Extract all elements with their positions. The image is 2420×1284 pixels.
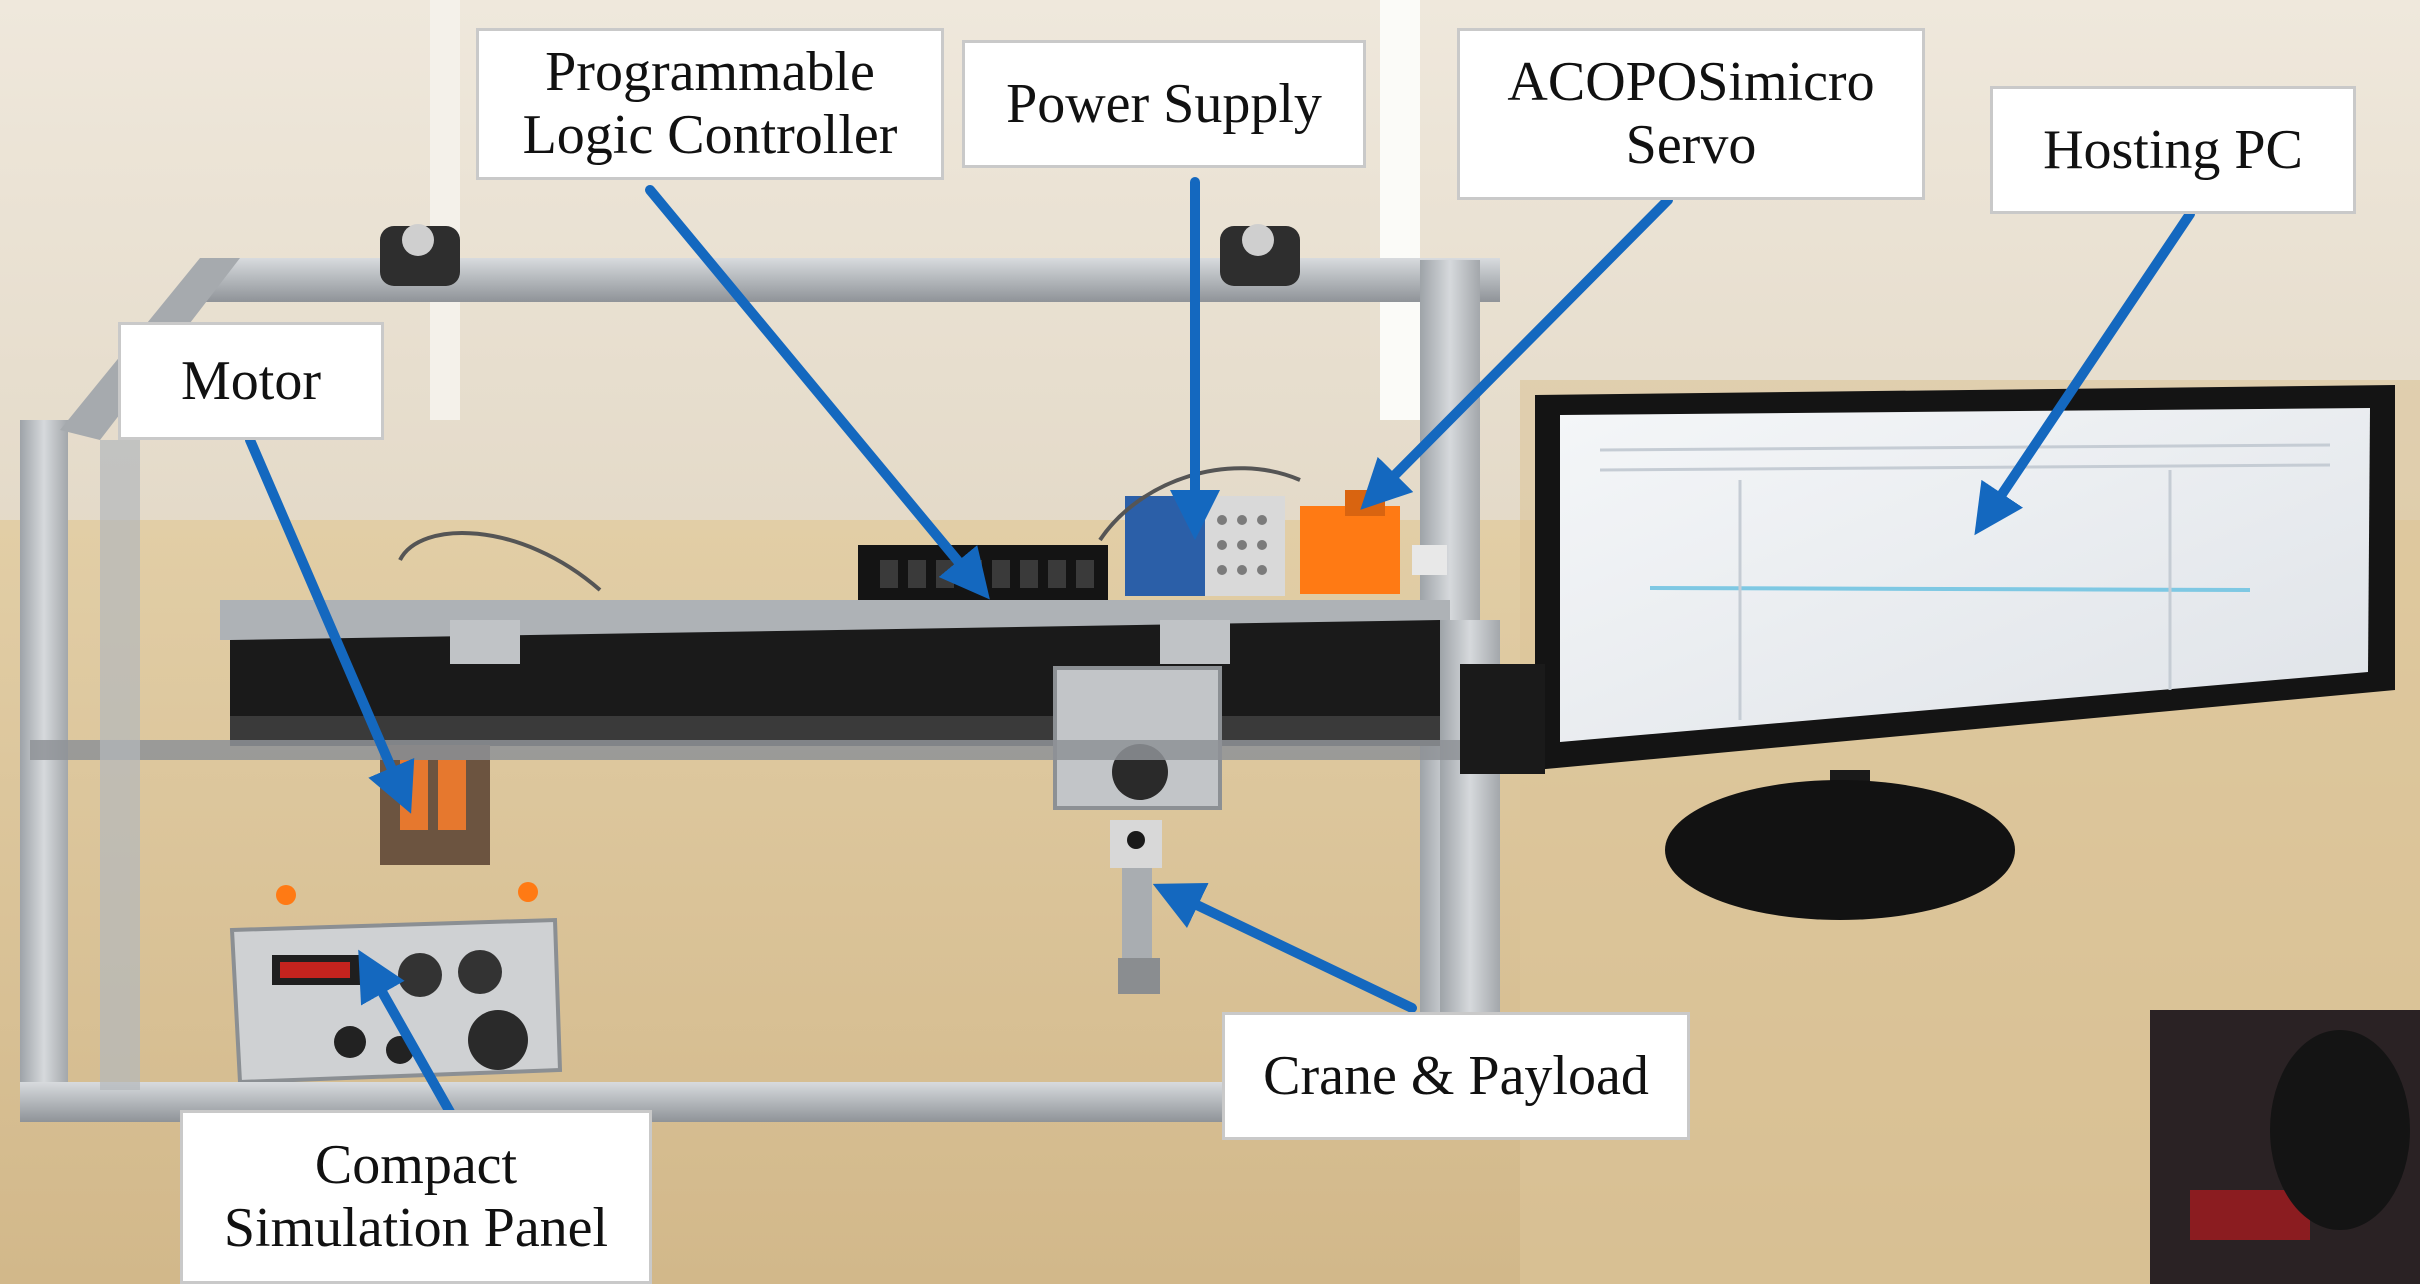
label-acoposimicro-servo: ACOPOSimicro Servo <box>1457 28 1925 200</box>
label-motor: Motor <box>118 322 384 440</box>
label-plc-line2: Logic Controller <box>522 104 898 166</box>
label-plc-line1: Programmable <box>545 41 875 104</box>
wall-strip <box>430 0 460 420</box>
label-programmable-logic-controller: Programmable Logic Controller <box>476 28 944 180</box>
label-hosting-pc: Hosting PC <box>1990 86 2356 214</box>
label-servo-line2: Servo <box>1625 114 1757 176</box>
crane-carriage <box>1053 666 1222 994</box>
arrow-crane-payload <box>1152 882 1417 1013</box>
arrow-motor <box>245 435 415 814</box>
simulation-panel <box>229 882 563 1085</box>
motor <box>380 745 490 865</box>
power-supply-module <box>1125 496 1285 596</box>
label-servo-line1: ACOPOSimicro <box>1507 51 1875 114</box>
linear-axis <box>220 600 1450 746</box>
label-motor-text: Motor <box>181 349 321 412</box>
label-panel-line1: Compact <box>314 1134 518 1197</box>
label-compact-simulation-panel: Compact Simulation Panel <box>180 1110 652 1284</box>
label-power-supply: Power Supply <box>962 40 1366 168</box>
label-panel-line2: Simulation Panel <box>223 1197 609 1259</box>
servo-drive-module <box>1300 490 1447 594</box>
annotation-arrows <box>245 177 2195 1117</box>
mouse-pad <box>2150 1010 2420 1284</box>
arrow-plc <box>645 185 990 600</box>
ceiling-light-strip <box>1380 0 1420 420</box>
arrow-simulation-panel <box>358 949 455 1117</box>
arrow-servo <box>1360 195 1673 510</box>
label-power-supply-text: Power Supply <box>1006 72 1322 135</box>
cables <box>398 466 1301 592</box>
monitor <box>1535 385 2395 920</box>
label-crane-payload-text: Crane & Payload <box>1263 1044 1649 1107</box>
plc-module <box>858 545 1108 601</box>
label-crane-payload: Crane & Payload <box>1222 1012 1690 1140</box>
label-hosting-pc-text: Hosting PC <box>2043 118 2303 181</box>
arrow-hosting-pc <box>1974 209 2195 536</box>
